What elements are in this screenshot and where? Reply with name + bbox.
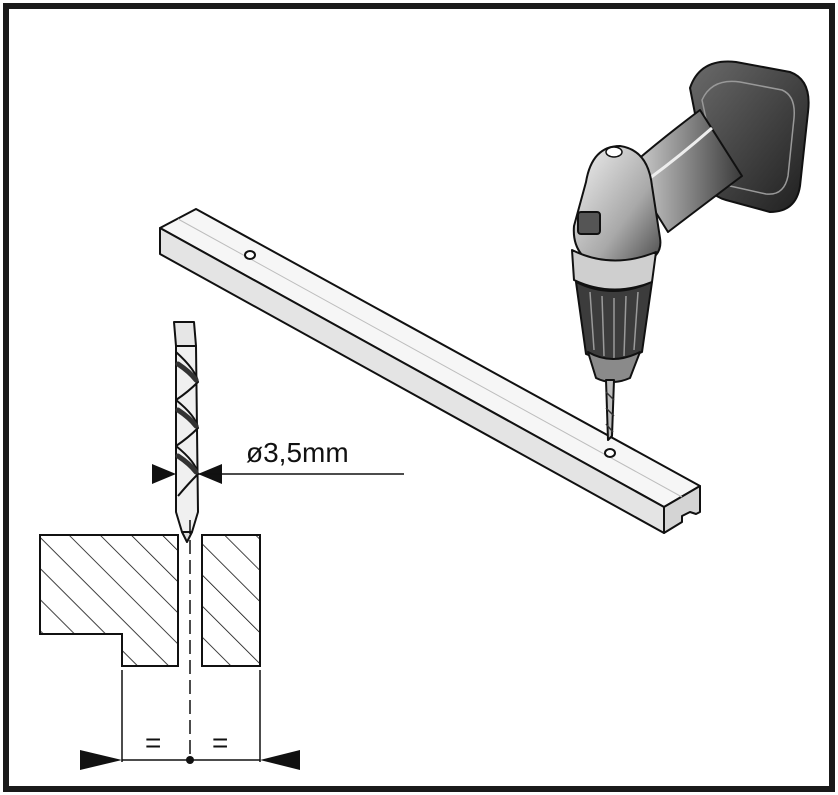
rail-end-face bbox=[663, 485, 701, 534]
diagram-frame bbox=[3, 3, 835, 792]
equal-mark-right: = bbox=[212, 727, 228, 758]
width-arrow-left bbox=[80, 750, 122, 770]
drill-handle bbox=[627, 109, 743, 233]
drill-bit-icon bbox=[173, 321, 199, 543]
section-right-block bbox=[201, 534, 261, 667]
width-arrow-right bbox=[260, 750, 300, 770]
diameter-dimension: ø3,5mm bbox=[152, 437, 404, 484]
cordless-drill-icon bbox=[571, 60, 810, 441]
center-point bbox=[186, 756, 194, 764]
rail-hole-left bbox=[244, 250, 256, 260]
aluminium-rail bbox=[159, 208, 701, 534]
section-left-block bbox=[39, 534, 179, 667]
drill-diameter-label: ø3,5mm bbox=[246, 437, 349, 468]
equal-mark-left: = bbox=[145, 727, 161, 758]
rail-hole-right bbox=[604, 448, 616, 458]
dim-arrow-left bbox=[152, 464, 176, 484]
rail-cross-section: = = bbox=[39, 520, 300, 770]
